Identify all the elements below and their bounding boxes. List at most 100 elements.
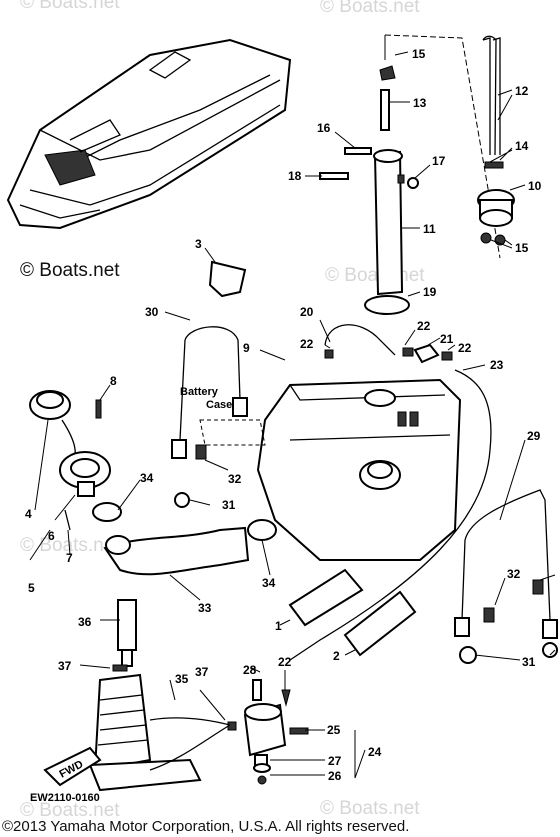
callout-34b: 34 (262, 576, 276, 590)
fittings-part-21-22 (324, 343, 453, 364)
jet-ski-illustration (6, 38, 292, 230)
callout-22b: 22 (458, 341, 472, 355)
callout-28: 28 (243, 663, 257, 677)
bolt-part-18 (319, 172, 349, 180)
bolt-part-32b (483, 607, 495, 623)
rod-part-13 (380, 89, 390, 131)
bolt-part-16 (344, 147, 372, 155)
callout-15b: 15 (515, 241, 529, 255)
callout-27: 27 (328, 754, 342, 768)
damper-part-36 (117, 599, 137, 667)
callout-22c: 22 (300, 337, 314, 351)
callout-31b: 31 (522, 655, 536, 669)
callout-22d: 22 (278, 655, 292, 669)
battery-case-outline (199, 419, 266, 446)
callout-35: 35 (175, 672, 189, 686)
callout-37: 37 (58, 659, 72, 673)
screw-part-8 (95, 399, 102, 419)
callout-37b: 37 (195, 665, 209, 679)
pad-part-1 (288, 568, 364, 627)
battery-case-label-1: Battery (180, 386, 219, 398)
callout-6: 6 (48, 529, 55, 543)
callout-18: 18 (288, 169, 302, 183)
callout-24: 24 (368, 745, 382, 759)
hoses-part-12 (482, 35, 501, 156)
callout-19: 19 (423, 285, 437, 299)
leader-lines (29, 51, 556, 779)
cap-part-15b (480, 232, 492, 244)
fwd-arrow: FWD (43, 746, 102, 787)
callout-14: 14 (515, 139, 529, 153)
strap-part-30 (171, 326, 248, 459)
clamp-part-34b (247, 519, 277, 541)
hose-part-20 (324, 324, 396, 356)
part-25 (289, 727, 309, 735)
bracket-lines (384, 34, 501, 259)
watermark: © Boats.net (320, 0, 420, 17)
line-part-35 (149, 724, 231, 771)
callout-23: 23 (490, 358, 504, 372)
callout-30: 30 (145, 305, 159, 319)
callout-29: 29 (527, 429, 541, 443)
callout-5: 5 (28, 581, 35, 595)
hose-part-23 (289, 369, 492, 661)
callout-20: 20 (300, 305, 314, 319)
watermark: © Boats.net (20, 800, 120, 821)
strap-part-29 (454, 489, 558, 639)
part-37 (112, 664, 128, 672)
callout-31: 31 (222, 498, 236, 512)
callout-16: 16 (317, 121, 331, 135)
watermark: © Boats.net (20, 535, 120, 556)
hose-end (105, 535, 131, 555)
cap-part-15 (379, 65, 396, 81)
part-22-lower (281, 689, 291, 707)
callout-2: 2 (333, 649, 340, 663)
copyright-footer: ©2013 Yamaha Motor Corporation, U.S.A. A… (2, 818, 410, 835)
part-26 (257, 775, 267, 785)
callout-13: 13 (413, 96, 427, 110)
pad-part-2 (343, 590, 417, 657)
nut-part-31 (174, 492, 190, 508)
bolt-part-32 (195, 444, 207, 460)
callout-8: 8 (110, 374, 117, 388)
callout-3: 3 (195, 237, 202, 251)
valve-part-10 (477, 189, 515, 227)
callout-33: 33 (198, 601, 212, 615)
callout-32b: 32 (507, 567, 521, 581)
callout-25: 25 (327, 723, 341, 737)
nut-part-31c (542, 642, 558, 658)
callout-22: 22 (417, 319, 431, 333)
battery-case-label-2: Case (206, 399, 232, 411)
callout-12: 12 (515, 84, 529, 98)
watermark: © Boats.net (320, 798, 420, 819)
callout-34: 34 (140, 471, 154, 485)
callout-1: 1 (275, 619, 282, 633)
callout-36: 36 (78, 615, 92, 629)
bolt-part-32c (532, 579, 544, 595)
filler-neck-part-11 (373, 149, 405, 296)
watermark: © Boats.net (20, 0, 120, 13)
washer-part-17 (407, 177, 419, 189)
watermark-strong: © Boats.net (20, 260, 120, 281)
callout-32: 32 (228, 472, 242, 486)
callout-21: 21 (440, 332, 454, 346)
pump-assembly (88, 673, 231, 792)
callout-10: 10 (528, 179, 542, 193)
callout-15: 15 (412, 47, 426, 61)
part-7 (64, 509, 71, 531)
callout-11: 11 (423, 222, 436, 236)
nut-part-31b (459, 646, 477, 664)
callouts: 15 13 12 14 10 15 16 17 18 11 19 20 22 2… (25, 47, 542, 783)
callout-9: 9 (243, 341, 250, 355)
fuel-tank-part-9 (256, 378, 462, 561)
drawing-code: EW2110-0160 (30, 792, 100, 804)
clamp-part-34 (92, 502, 122, 522)
hose-part-33 (103, 526, 250, 576)
neck-part-6 (59, 451, 111, 497)
filter-part-24 (243, 703, 287, 766)
bracket-part-3 (208, 260, 247, 298)
clip-part-14 (484, 161, 504, 169)
band-part-19 (364, 295, 410, 315)
callout-7: 7 (66, 551, 73, 565)
